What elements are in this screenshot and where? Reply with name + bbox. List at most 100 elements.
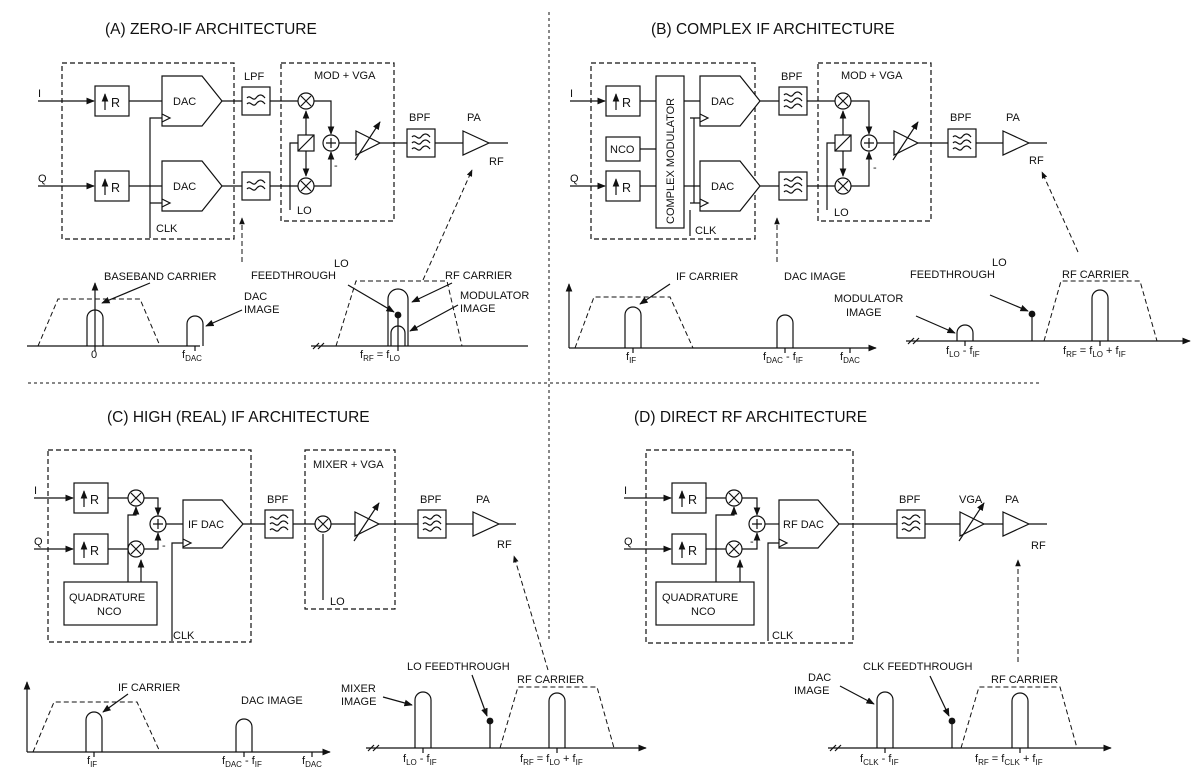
svg-text:FEEDTHROUGH: FEEDTHROUGH <box>910 269 995 281</box>
if-dac <box>182 499 244 549</box>
svg-text:BPF: BPF <box>267 494 289 506</box>
svg-text:fLO - fIF: fLO - fIF <box>403 753 437 767</box>
svg-text:IMAGE: IMAGE <box>460 303 495 315</box>
svg-text:LO: LO <box>334 258 349 270</box>
svg-text:-: - <box>750 536 754 548</box>
svg-text:IMAGE: IMAGE <box>846 307 881 319</box>
svg-text:fRF = fLO + fIF: fRF = fLO + fIF <box>520 753 583 767</box>
svg-text:LO: LO <box>992 257 1007 269</box>
svg-text:NCO: NCO <box>97 606 122 618</box>
svg-text:LO FEEDTHROUGH: LO FEEDTHROUGH <box>407 661 510 673</box>
svg-text:RF CARRIER: RF CARRIER <box>1062 269 1129 281</box>
svg-text:Q: Q <box>624 536 633 548</box>
svg-text:0: 0 <box>91 349 97 361</box>
panel-b-complex-if: (B) COMPLEX IF ARCHITECTURE MOD + VGA I … <box>565 21 1191 365</box>
svg-text:LO: LO <box>330 596 345 608</box>
svg-text:I: I <box>570 88 573 100</box>
svg-text:IF CARRIER: IF CARRIER <box>118 682 180 694</box>
svg-text:R: R <box>688 493 697 507</box>
svg-text:DAC: DAC <box>244 291 267 303</box>
svg-text:VGA: VGA <box>959 494 983 506</box>
svg-text:-: - <box>334 160 338 172</box>
svg-text:IMAGE: IMAGE <box>244 304 279 316</box>
quadrature-nco <box>63 581 158 626</box>
svg-text:DAC: DAC <box>173 181 196 193</box>
panel-c-high-if: (C) HIGH (REAL) IF ARCHITECTURE MIXER + … <box>23 409 647 769</box>
svg-text:DAC: DAC <box>711 181 734 193</box>
input-i-label: I <box>38 88 41 100</box>
svg-text:RF: RF <box>1031 540 1046 552</box>
svg-text:RF DAC: RF DAC <box>783 519 824 531</box>
panel-d-direct-rf: (D) DIRECT RF ARCHITECTURE I Q R R QUADR… <box>624 409 1112 767</box>
svg-text:BPF: BPF <box>420 494 442 506</box>
svg-text:RF: RF <box>489 156 504 168</box>
svg-text:DAC: DAC <box>808 672 831 684</box>
svg-text:fDAC: fDAC <box>840 351 860 365</box>
svg-text:CLK: CLK <box>695 225 717 237</box>
svg-text:fIF: fIF <box>626 351 636 365</box>
svg-text:IF DAC: IF DAC <box>188 519 224 531</box>
input-q-label: Q <box>38 173 47 185</box>
svg-text:R: R <box>622 96 631 110</box>
svg-text:BPF: BPF <box>950 112 972 124</box>
svg-text:DAC: DAC <box>173 96 196 108</box>
nco-block <box>605 136 641 162</box>
svg-text:R: R <box>622 181 631 195</box>
svg-text:R: R <box>688 544 697 558</box>
svg-text:BPF: BPF <box>899 494 921 506</box>
svg-text:R: R <box>111 181 120 195</box>
svg-text:PA: PA <box>1005 494 1020 506</box>
svg-text:R: R <box>111 96 120 110</box>
summer <box>322 134 340 152</box>
svg-text:R: R <box>90 544 99 558</box>
svg-text:RF CARRIER: RF CARRIER <box>517 674 584 686</box>
svg-text:fDAC - fIF: fDAC - fIF <box>763 351 803 365</box>
svg-text:BPF: BPF <box>409 112 431 124</box>
svg-text:Q: Q <box>570 173 579 185</box>
bpf <box>406 128 436 158</box>
svg-text:I: I <box>624 485 627 497</box>
svg-text:MIXER + VGA: MIXER + VGA <box>313 459 384 471</box>
svg-text:fLO - fIF: fLO - fIF <box>946 345 980 359</box>
svg-text:R: R <box>90 493 99 507</box>
svg-text:fCLK - fIF: fCLK - fIF <box>860 753 899 767</box>
svg-text:fDAC: fDAC <box>302 755 322 769</box>
svg-text:IF CARRIER: IF CARRIER <box>676 271 738 283</box>
svg-text:PA: PA <box>1006 112 1021 124</box>
svg-text:RF: RF <box>1029 155 1044 167</box>
panel-a-zero-if: (A) ZERO-IF ARCHITECTURE MOD + VGA I Q R… <box>27 21 529 363</box>
svg-text:fDAC - fIF: fDAC - fIF <box>222 755 262 769</box>
dac-chip-boundary <box>61 62 235 240</box>
xlabel-frf-eq-flo: fRF = fLO <box>360 349 400 363</box>
svg-text:LO: LO <box>834 207 849 219</box>
vga <box>355 130 382 156</box>
svg-text:DAC IMAGE: DAC IMAGE <box>784 271 846 283</box>
svg-text:fDAC: fDAC <box>182 349 202 363</box>
svg-text:I: I <box>34 485 37 497</box>
svg-text:CLK: CLK <box>173 630 195 642</box>
lo-label: LO <box>297 205 312 217</box>
rf-dac <box>778 499 840 549</box>
svg-text:NCO: NCO <box>610 144 635 156</box>
svg-text:Q: Q <box>34 536 43 548</box>
pa <box>462 130 491 156</box>
lpf-i <box>241 86 271 116</box>
svg-text:CLK FEEDTHROUGH: CLK FEEDTHROUGH <box>863 661 972 673</box>
svg-text:RF CARRIER: RF CARRIER <box>991 674 1058 686</box>
svg-text:QUADRATURE: QUADRATURE <box>662 592 738 604</box>
svg-text:DAC: DAC <box>711 96 734 108</box>
svg-text:-: - <box>162 540 166 552</box>
svg-text:-: - <box>873 162 877 174</box>
panel-c-title: (C) HIGH (REAL) IF ARCHITECTURE <box>107 409 370 426</box>
svg-text:QUADRATURE: QUADRATURE <box>69 592 145 604</box>
svg-text:RF CARRIER: RF CARRIER <box>445 270 512 282</box>
svg-text:MIXER: MIXER <box>341 683 376 695</box>
svg-text:PA: PA <box>467 112 482 124</box>
svg-text:CLK: CLK <box>772 630 794 642</box>
mod-vga-label: MOD + VGA <box>314 70 376 82</box>
panel-a-title: (A) ZERO-IF ARCHITECTURE <box>105 21 317 38</box>
complex-modulator <box>655 75 685 229</box>
svg-text:MODULATOR: MODULATOR <box>460 290 529 302</box>
svg-text:FEEDTHROUGH: FEEDTHROUGH <box>251 270 336 282</box>
